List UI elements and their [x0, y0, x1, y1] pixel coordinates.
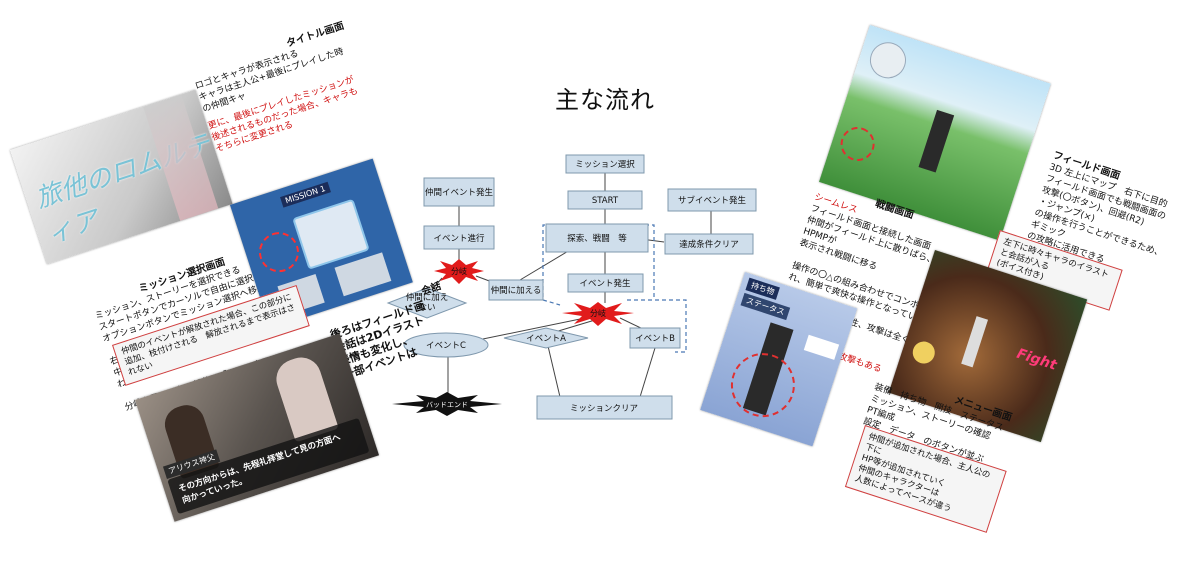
svg-text:分岐: 分岐 — [451, 266, 467, 276]
node-branch-top[interactable]: 分岐 — [434, 259, 484, 284]
svg-text:イベントC: イベントC — [426, 341, 466, 351]
node-mission-select[interactable]: ミッション選択 — [565, 154, 645, 174]
node-not-join[interactable]: 仲間に加えない — [386, 287, 468, 319]
edge-branch-c — [477, 317, 586, 341]
node-companion-event[interactable]: 仲間イベント発生 — [423, 177, 495, 207]
svg-text:達成条件クリア: 達成条件クリア — [679, 239, 739, 250]
svg-text:仲間に加える: 仲間に加える — [491, 285, 542, 296]
node-join[interactable]: 仲間に加える — [488, 279, 544, 301]
svg-text:分岐: 分岐 — [590, 308, 606, 318]
mission-label: MISSION 1 — [280, 181, 331, 208]
svg-text:イベント発生: イベント発生 — [579, 278, 631, 289]
svg-text:仲間に加えない: 仲間に加えない — [406, 292, 449, 313]
edge-b-clear — [639, 347, 656, 398]
svg-text:イベントA: イベントA — [526, 334, 566, 344]
page-title: 主な流れ — [555, 86, 655, 114]
node-event-b[interactable]: イベントB — [629, 327, 681, 349]
node-event-a[interactable]: イベントA — [503, 327, 589, 349]
svg-text:ミッションクリア: ミッションクリア — [570, 404, 638, 414]
svg-text:サブイベント発生: サブイベント発生 — [678, 195, 747, 206]
menu-tab-status[interactable]: ステータス — [740, 292, 791, 321]
svg-text:イベント進行: イベント進行 — [433, 233, 485, 244]
edge-a-clear — [547, 345, 561, 398]
svg-text:探索、戦闘 等: 探索、戦闘 等 — [567, 233, 627, 244]
edge-dash-right — [627, 299, 687, 353]
node-event-occur[interactable]: イベント発生 — [567, 273, 644, 293]
svg-text:START: START — [592, 196, 619, 206]
svg-text:イベントB: イベントB — [635, 334, 675, 344]
node-bad-end[interactable]: バッドエンド — [392, 392, 502, 416]
node-event-c[interactable]: イベントC — [403, 332, 489, 358]
edge-branch-a — [554, 319, 596, 333]
svg-text:バッドエンド: バッドエンド — [426, 401, 468, 409]
battle-fx-label: Fight — [1014, 345, 1059, 374]
node-sub-event[interactable]: サブイベント発生 — [667, 188, 757, 212]
node-start[interactable]: START — [567, 190, 643, 210]
node-event-progress[interactable]: イベント進行 — [423, 225, 495, 250]
svg-text:ミッション選択: ミッション選択 — [575, 159, 635, 170]
node-branch-mid[interactable]: 分岐 — [562, 302, 634, 326]
node-condition-clear[interactable]: 達成条件クリア — [664, 233, 754, 255]
node-mission-clear[interactable]: ミッションクリア — [536, 395, 673, 420]
edge-explore-join — [519, 249, 571, 281]
svg-text:仲間イベント発生: 仲間イベント発生 — [425, 187, 494, 198]
node-explore[interactable]: 探索、戦闘 等 — [545, 223, 649, 253]
